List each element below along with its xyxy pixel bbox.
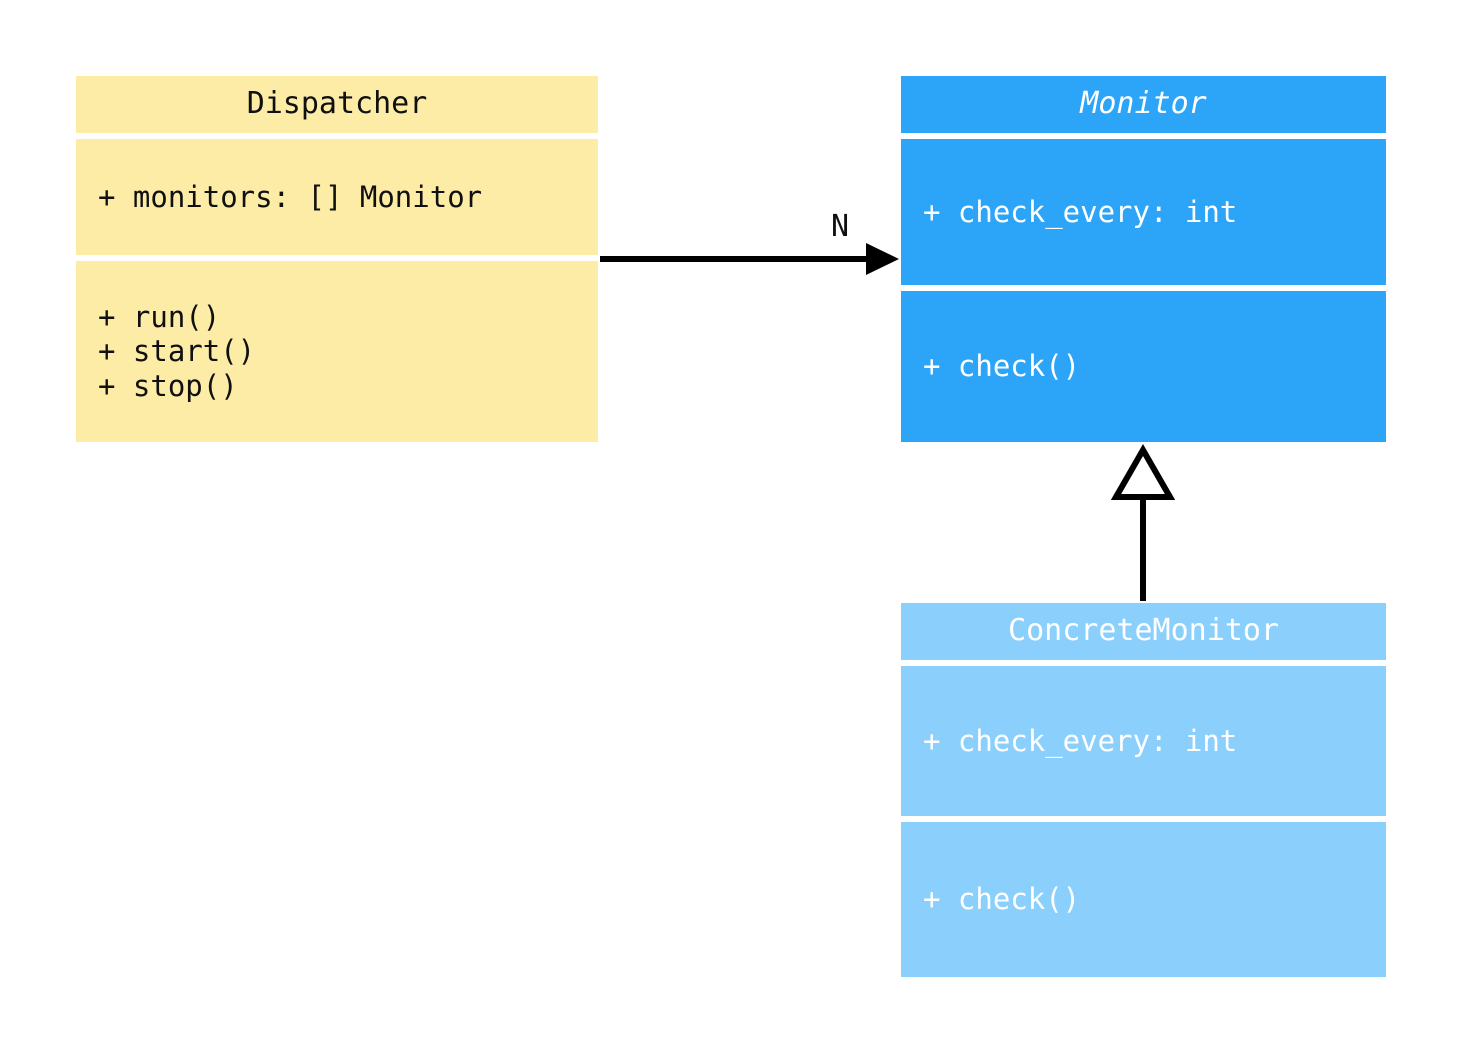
attribute-row: + check_every: int	[923, 723, 1238, 758]
filled-triangle-arrowhead-icon	[866, 243, 899, 275]
method-row: + check()	[923, 882, 1081, 917]
class-methods-compartment-monitor: + check()	[901, 291, 1386, 442]
attribute-row: + monitors: [] Monitor	[98, 179, 483, 214]
class-box-dispatcher[interactable]: Dispatcher + monitors: [] Monitor + run(…	[76, 76, 598, 442]
generalization-concrete-monitor-to-monitor	[1110, 443, 1176, 601]
class-methods-compartment-dispatcher: + run() + start() + stop()	[76, 261, 598, 442]
association-dispatcher-to-monitor	[600, 243, 899, 275]
class-box-monitor[interactable]: Monitor + check_every: int + check()	[901, 76, 1386, 442]
multiplicity-label-n: N	[831, 209, 850, 244]
class-attributes-compartment-monitor: + check_every: int	[901, 139, 1386, 285]
method-row: + stop()	[98, 368, 238, 403]
method-row: + start()	[98, 334, 256, 369]
class-name-concrete-monitor: ConcreteMonitor	[1008, 613, 1279, 648]
class-attributes-compartment-concrete-monitor: + check_every: int	[901, 666, 1386, 816]
class-title-compartment-monitor: Monitor	[901, 76, 1386, 133]
class-box-concrete-monitor[interactable]: ConcreteMonitor + check_every: int + che…	[901, 603, 1386, 977]
method-row: + run()	[98, 300, 221, 335]
class-methods-compartment-concrete-monitor: + check()	[901, 822, 1386, 977]
class-attributes-compartment-dispatcher: + monitors: [] Monitor	[76, 139, 598, 255]
hollow-triangle-arrowhead-icon	[1110, 443, 1176, 500]
class-title-compartment-dispatcher: Dispatcher	[76, 76, 598, 133]
class-name-monitor: Monitor	[1080, 86, 1207, 121]
attribute-row: + check_every: int	[923, 194, 1238, 229]
class-name-dispatcher: Dispatcher	[246, 86, 428, 121]
method-row: + check()	[923, 349, 1081, 384]
class-title-compartment-concrete-monitor: ConcreteMonitor	[901, 603, 1386, 660]
